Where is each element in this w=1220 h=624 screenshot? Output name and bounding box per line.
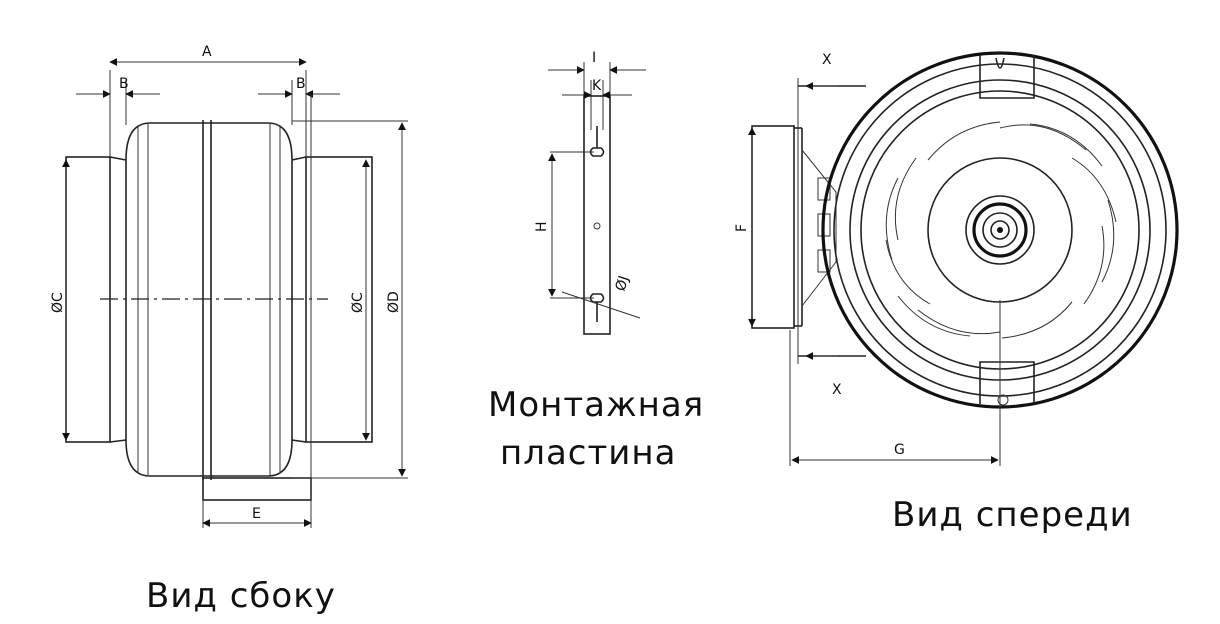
center-hole — [593, 222, 601, 230]
dim-label-E: E — [252, 506, 261, 522]
lower-keyhole — [589, 293, 605, 322]
dim-label-K: K — [592, 78, 602, 94]
dim-label-C-left: ØC — [50, 292, 66, 313]
dim-label-J: ØJ — [613, 274, 633, 293]
dim-label-B-right: B — [296, 76, 306, 92]
impeller-blades — [885, 121, 1117, 339]
dim-label-A: A — [202, 44, 212, 60]
mounting-plate-caption-line2: пластина — [500, 433, 676, 473]
section-label-X-top: X — [822, 52, 832, 68]
side-view: A B B ØC ØC ØD E Вид сбоку — [50, 44, 408, 616]
dim-label-I: I — [592, 50, 596, 66]
right-spigot — [305, 156, 373, 443]
dim-label-D: ØD — [386, 291, 402, 313]
mounting-plate — [583, 95, 611, 335]
dim-label-H: H — [534, 221, 550, 232]
section-label-X-bottom: X — [832, 382, 842, 398]
motor — [965, 195, 1035, 265]
upper-keyhole — [589, 126, 605, 157]
side-view-caption: Вид сбоку — [146, 576, 336, 616]
mounting-plate-view: I K H ØJ Монтажная пластина — [488, 50, 704, 473]
bottom-bracket — [979, 361, 1035, 404]
fan-body — [125, 122, 293, 477]
dim-label-B-left: B — [119, 76, 129, 92]
dim-label-F: F — [734, 224, 750, 232]
front-spigot — [751, 125, 795, 329]
front-view-caption: Вид спереди — [892, 495, 1133, 535]
dim-label-G: G — [894, 442, 905, 458]
dim-label-C-right: ØC — [350, 292, 366, 313]
top-bracket — [979, 55, 1035, 99]
mounting-foot — [202, 477, 312, 501]
mounting-plate-caption-line1: Монтажная — [488, 385, 704, 425]
front-view: X X F G Вид спереди — [734, 51, 1179, 535]
